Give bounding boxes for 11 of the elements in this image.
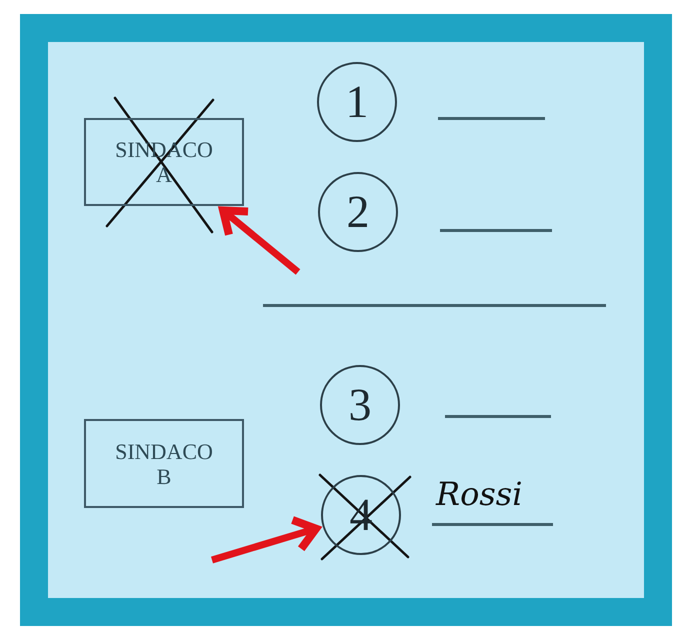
handwritten-name: Rossi (436, 474, 522, 514)
list-number: 2 (346, 189, 370, 235)
arrow (210, 516, 320, 564)
candidate-box (84, 419, 244, 508)
number-circle (320, 365, 400, 445)
number-circle (317, 62, 397, 142)
candidate-name: SINDACO B (114, 438, 214, 488)
number-circle (318, 172, 398, 252)
list-number: 3 (348, 382, 372, 428)
list-number: 1 (346, 79, 368, 125)
arrow (219, 206, 300, 275)
